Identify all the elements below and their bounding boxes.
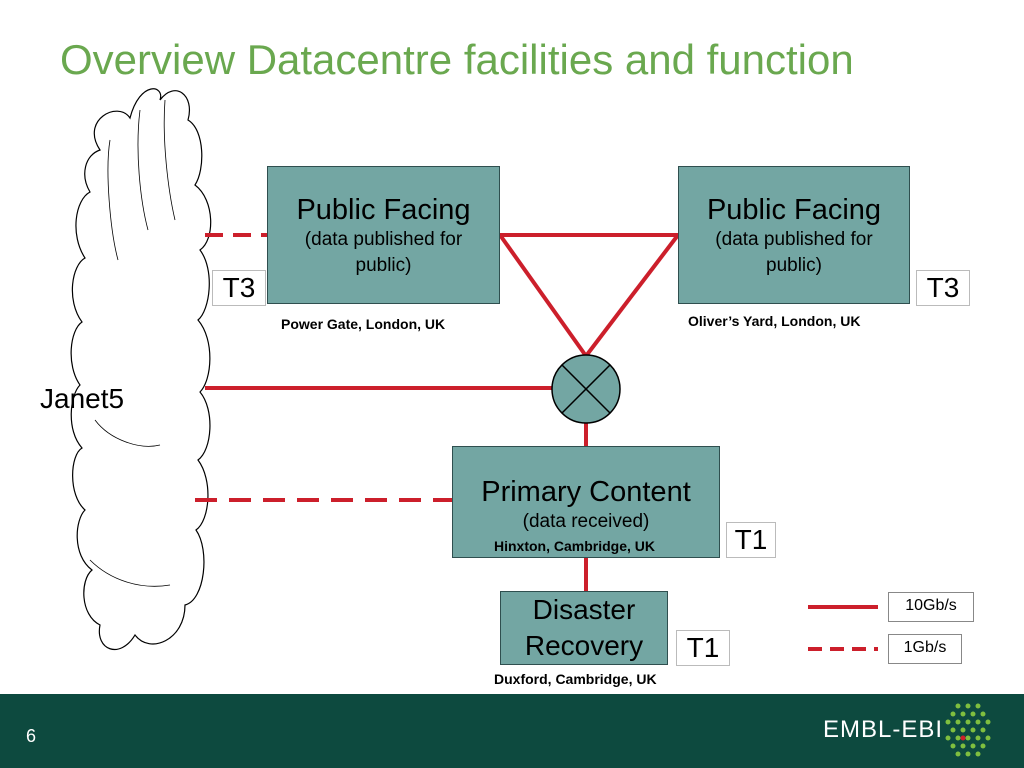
cloud-label: Janet5 [40, 383, 125, 414]
page-title: Overview Datacentre facilities and funct… [60, 36, 854, 83]
legend-10gb-label: 10Gb/s [888, 592, 974, 622]
node-title: Disaster Recovery [524, 594, 644, 661]
cloud-shape [70, 88, 212, 651]
tier-badge: T3 [916, 270, 970, 306]
tier-badge: T1 [676, 630, 730, 666]
location-label: Power Gate, London, UK [281, 316, 446, 332]
node-primary-content: Primary Content (data received) [452, 446, 720, 558]
tier-badge: T1 [726, 522, 776, 558]
node-subtitle: (data published for public) [715, 229, 873, 276]
node-disaster-recovery: Disaster Recovery [500, 591, 668, 665]
node-title: Public Facing [296, 194, 471, 226]
link-public-left-switch [498, 233, 588, 358]
node-title: Public Facing [706, 194, 882, 226]
footer-bar: 6 EMBL-EBI [0, 694, 1024, 768]
node-public-facing-left: Public Facing (data published for public… [267, 166, 500, 304]
legend-1gb-label: 1Gb/s [888, 634, 962, 664]
location-label: Oliver’s Yard, London, UK [688, 313, 861, 329]
logo-text: EMBL-EBI [823, 716, 944, 743]
link-public-right-switch [584, 233, 680, 358]
node-title: Primary Content [481, 476, 691, 508]
page-number: 6 [26, 726, 37, 746]
embl-logo-icon [945, 703, 991, 757]
node-public-facing-right: Public Facing (data published for public… [678, 166, 910, 304]
node-subtitle: (data published for public) [304, 229, 463, 276]
tier-badge: T3 [212, 270, 266, 306]
switch-icon [551, 354, 621, 424]
location-label: Hinxton, Cambridge, UK [494, 538, 656, 554]
node-subtitle: (data received) [522, 511, 650, 532]
location-label: Duxford, Cambridge, UK [494, 671, 657, 687]
